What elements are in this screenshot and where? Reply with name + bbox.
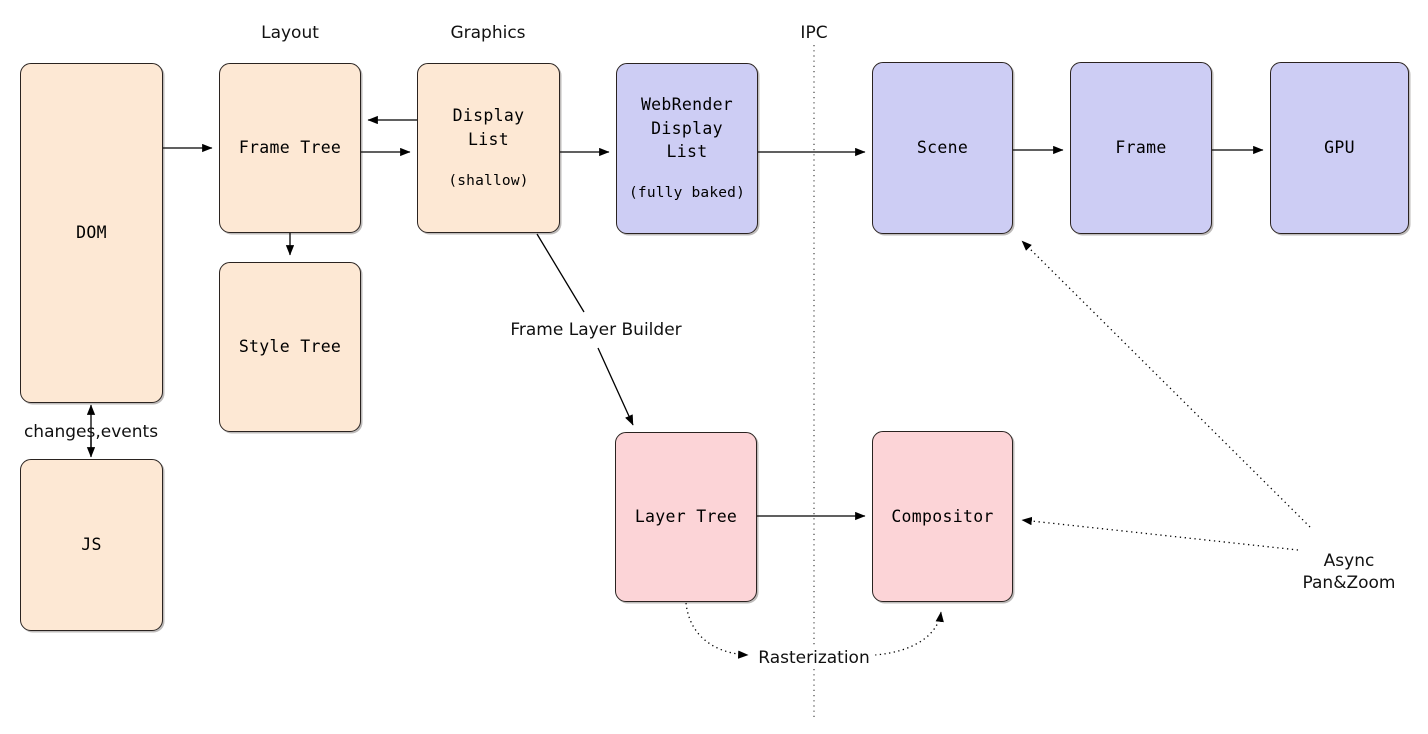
edge-async-pan-zoom-to-compositor [1021,516,1299,551]
node-compositor-label: Compositor [891,506,994,526]
node-webrender-display-list-sublabel: (fully baked) [628,185,746,202]
edge-rasterization-to-compositor [874,611,944,656]
node-style-tree[interactable]: Style Tree [219,262,361,432]
node-js-label: JS [81,535,102,555]
node-layer-tree[interactable]: Layer Tree [615,432,757,602]
node-dom-label: DOM [76,223,107,243]
node-gpu[interactable]: GPU [1270,62,1409,234]
edge-async-pan-zoom-to-scene [1021,240,1311,528]
edge-label-async-pan-zoom: Async Pan&Zoom [1302,551,1396,593]
node-webrender-display-list-label: WebRender Display List [640,95,734,161]
node-display-list-sublabel: (shallow) [448,173,529,190]
node-dom[interactable]: DOM [20,63,163,403]
node-frame-label: Frame [1115,138,1167,158]
section-label-graphics: Graphics [450,23,526,43]
edge-display-list-to-flb [536,233,585,313]
node-frame-tree[interactable]: Frame Tree [219,63,361,233]
edge-layer-tree-to-rasterization [685,602,749,659]
node-display-list[interactable]: Display List (shallow) [417,63,560,233]
node-style-tree-label: Style Tree [238,337,342,357]
node-compositor[interactable]: Compositor [872,431,1013,602]
edge-label-rasterization: Rasterization [752,648,876,668]
edge-label-frame-layer-builder: Frame Layer Builder [510,320,682,340]
node-webrender-display-list[interactable]: WebRender Display List (fully baked) [616,63,758,234]
node-js[interactable]: JS [20,459,163,631]
section-label-ipc: IPC [800,23,828,43]
section-label-layout: Layout [261,23,319,43]
node-scene[interactable]: Scene [872,62,1013,234]
edge-label-changes-events: changes,events [23,422,159,442]
node-layer-tree-label: Layer Tree [634,507,738,527]
node-scene-label: Scene [916,138,969,158]
node-frame[interactable]: Frame [1070,62,1212,234]
node-display-list-label: Display List [452,106,525,149]
edge-flb-to-layer-tree [597,347,634,426]
node-gpu-label: GPU [1324,138,1355,158]
node-frame-tree-label: Frame Tree [238,138,342,158]
